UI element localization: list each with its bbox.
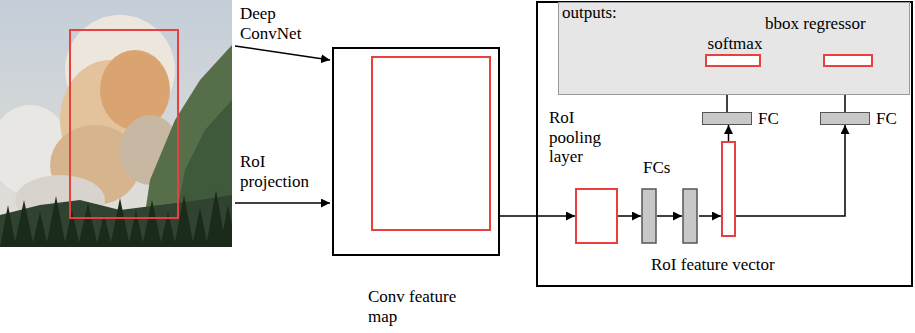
stage-label: RoI projection — [240, 152, 325, 191]
pooling-box: RoI pooling layer — [575, 188, 618, 244]
node-label: RoI pooling layer — [549, 108, 621, 167]
label-holder: FCs — [643, 158, 670, 178]
node-label: bbox regressor — [765, 14, 866, 34]
label-holder: FC — [876, 109, 897, 129]
fc-arrow — [657, 215, 682, 217]
regressor-box: bbox regressor — [823, 54, 873, 67]
label-holder: RoI projection — [240, 152, 325, 191]
flow-arrow — [699, 215, 721, 217]
feature-map-box: Conv feature map — [332, 47, 500, 256]
fc-layer: FC — [820, 112, 870, 125]
node-label: FC — [758, 109, 779, 129]
label-holder: Deep ConvNet — [240, 4, 325, 43]
label-holder: bbox regressor — [765, 14, 866, 34]
node-label: RoI feature vector — [651, 255, 775, 275]
fc-bar — [642, 189, 656, 243]
flow-arrow — [728, 125, 730, 141]
outputs-panel: softmaxbbox regressoroutputs: — [558, 2, 910, 95]
softmax-box: softmax — [705, 54, 761, 67]
fc-layer: FC — [702, 112, 752, 125]
stage-label: Deep ConvNet — [240, 4, 325, 43]
fire-photo — [0, 0, 232, 247]
fc-bar — [683, 189, 697, 243]
label-holder: FC — [758, 109, 779, 129]
projected-roi-box — [372, 57, 490, 230]
fc-bars — [641, 188, 699, 244]
projected-roi — [334, 49, 498, 254]
node-label: FCs — [643, 158, 670, 178]
label-holder: outputs: — [562, 3, 617, 23]
node-label: softmax — [700, 34, 770, 54]
label-holder: RoI feature vector — [651, 255, 775, 275]
flow-arrow — [500, 215, 575, 217]
feature-vector: RoI feature vector — [721, 141, 736, 237]
node-label: Conv feature map — [368, 287, 463, 326]
projection-arrow — [235, 202, 330, 204]
convnet-arrow — [235, 46, 330, 60]
flow-arrow — [736, 125, 845, 216]
label-holder: Conv feature map — [368, 287, 463, 326]
node-label: FC — [876, 109, 897, 129]
label-holder: softmax — [700, 34, 770, 54]
node-label: outputs: — [562, 3, 617, 23]
head-frame — [537, 2, 912, 286]
roi-box — [70, 30, 178, 218]
fc-stack: FCs — [641, 188, 699, 244]
label-holder: RoI pooling layer — [549, 108, 621, 167]
flow-arrow — [618, 215, 641, 217]
